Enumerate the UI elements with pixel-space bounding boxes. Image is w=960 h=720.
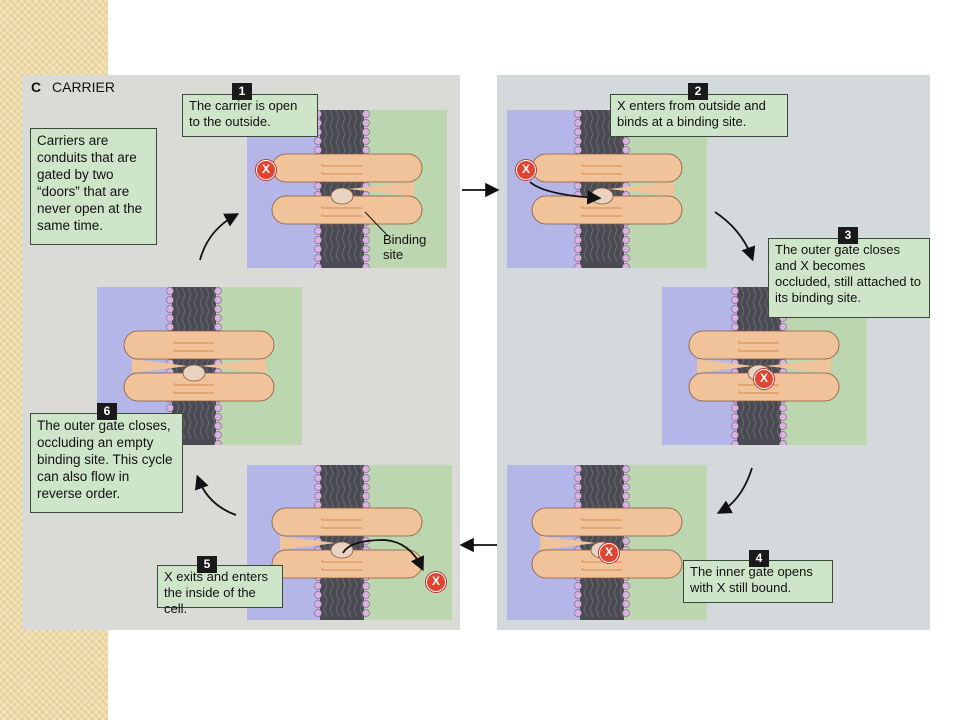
step-1-callout: The carrier is open to the outside. <box>182 94 318 137</box>
tile-step-1 <box>247 110 447 268</box>
x-path-step-2 <box>529 181 602 205</box>
x-molecule-step-3: X <box>754 369 774 389</box>
panel-title: CARRIER <box>52 79 116 95</box>
arrow-6-to-1 <box>199 213 240 261</box>
tile-step-1-drawing <box>247 110 447 268</box>
step-6-number: 6 <box>97 403 117 420</box>
carrier-protein <box>271 153 423 225</box>
x-molecule-step-1: X <box>256 160 276 180</box>
carrier-protein <box>531 153 683 225</box>
step-2-callout: X enters from outside and binds at a bin… <box>610 94 788 137</box>
tile-step-4 <box>507 465 707 620</box>
carrier-protein <box>271 507 423 579</box>
arrow-5-to-6 <box>195 474 237 516</box>
binding-site-label: Binding site <box>383 232 427 262</box>
x-molecule-step-2: X <box>516 160 536 180</box>
step-3-number: 3 <box>838 227 858 244</box>
x-molecule-step-5: X <box>426 572 446 592</box>
intro-callout: Carriers are conduits that are gated by … <box>30 128 157 245</box>
panel-letter: C <box>31 79 42 95</box>
binding-site-pointer <box>364 211 389 237</box>
step-3-callout: The outer gate closes and X becomes occl… <box>768 238 930 318</box>
arrow-2-to-3 <box>714 211 756 262</box>
tile-step-5-drawing <box>247 465 452 620</box>
tile-step-5 <box>247 465 452 620</box>
tile-step-4-drawing <box>507 465 707 620</box>
step-6-callout: The outer gate closes, occluding an empt… <box>30 413 183 513</box>
step-1-number: 1 <box>232 83 252 100</box>
step-5-callout: X exits and enters the inside of the cel… <box>157 565 283 616</box>
step-2-number: 2 <box>688 83 708 100</box>
x-path-step-5 <box>342 539 425 572</box>
carrier-protein <box>123 330 275 402</box>
step-4-number: 4 <box>749 550 769 567</box>
step-5-number: 5 <box>197 556 217 573</box>
arrow-3-to-4 <box>716 467 753 514</box>
carrier-protein <box>531 507 683 579</box>
x-molecule-step-4: X <box>599 543 619 563</box>
step-4-callout: The inner gate opens with X still bound. <box>683 560 833 603</box>
